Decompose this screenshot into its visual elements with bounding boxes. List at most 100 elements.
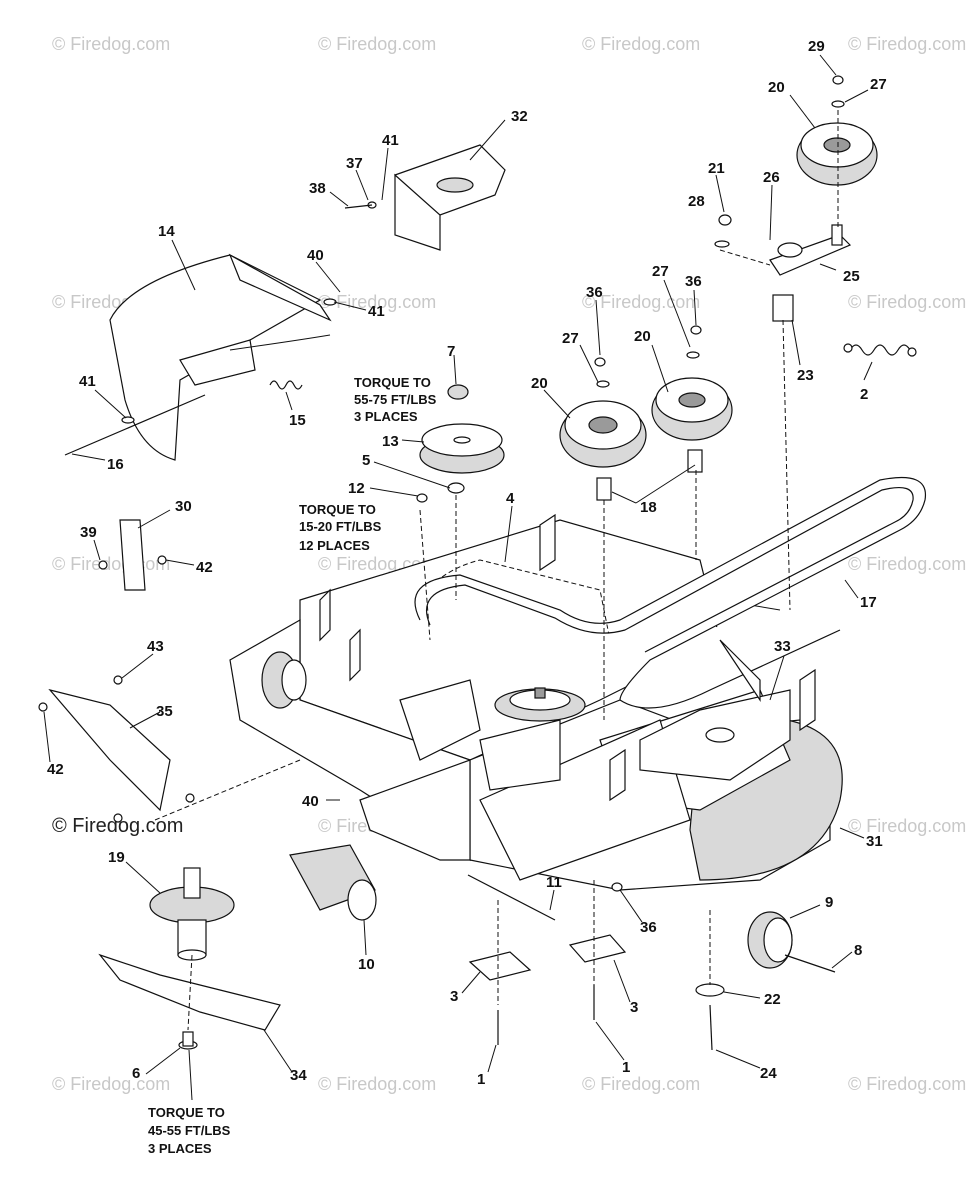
blade-bolt-6 — [178, 1031, 198, 1050]
callout-label: 21 — [708, 160, 725, 177]
watermark: © Firedog.com — [848, 292, 966, 312]
deck-wheel-9 — [747, 911, 836, 973]
callout-label: 16 — [107, 456, 124, 473]
watermark: © Firedog.com — [52, 554, 170, 574]
callout-label: 26 — [763, 169, 780, 186]
mower-blade-34 — [98, 953, 281, 1031]
spindle-assembly-19 — [149, 867, 235, 961]
belt-guard-33 — [639, 639, 791, 781]
callout-label: 36 — [685, 273, 702, 290]
torque-note-line: 15-20 FT/LBS — [299, 519, 382, 534]
callout-label: 31 — [866, 833, 883, 850]
callout-label: 33 — [774, 638, 791, 655]
idler-bracket-cover-32 — [394, 144, 506, 251]
callout-label: 22 — [764, 991, 781, 1008]
torque-note-line: TORQUE TO — [354, 375, 431, 390]
callout-label: 42 — [47, 761, 64, 778]
callout-label: 38 — [309, 180, 326, 197]
watermark: © Firedog.com — [848, 816, 966, 836]
callout-label: 2 — [860, 386, 868, 403]
callout-label: 15 — [289, 412, 306, 429]
idler-arm-25 — [769, 224, 852, 276]
drive-belt-17 — [414, 476, 927, 709]
deck-pulley-13 — [419, 384, 505, 494]
deck-wheel-left — [261, 651, 307, 709]
callout-label: 27 — [870, 76, 887, 93]
callout-label: 40 — [307, 247, 324, 264]
callout-label: 30 — [175, 498, 192, 515]
callout-label: 14 — [158, 223, 175, 240]
torsion-spring-15 — [269, 380, 303, 390]
watermark: © Firedog.com — [52, 1074, 170, 1094]
parts-layer — [38, 75, 927, 1051]
torque-note-line: 3 PLACES — [354, 409, 418, 424]
callout-label: 41 — [382, 132, 399, 149]
callout-label: 17 — [860, 594, 877, 611]
callout-label: 34 — [290, 1067, 307, 1084]
torque-note-line: 12 PLACES — [299, 538, 370, 553]
callout-label: 35 — [156, 703, 173, 720]
callout-label: 28 — [688, 193, 705, 210]
callout-label: 32 — [511, 108, 528, 125]
callout-label: 23 — [797, 367, 814, 384]
deck-brackets — [319, 513, 816, 802]
watermark: © Firedog.com — [582, 34, 700, 54]
baffle-35 — [38, 675, 195, 823]
mounting-plate-3 — [568, 934, 627, 963]
callout-label: 20 — [531, 375, 548, 392]
watermark: © Firedog.com — [582, 1074, 700, 1094]
idler-pulley-20-top — [796, 122, 878, 186]
torque-note-line: TORQUE TO — [299, 502, 376, 517]
callout-label: 3 — [450, 988, 458, 1005]
fasteners — [121, 75, 845, 892]
watermark: © Firedog.com — [318, 34, 436, 54]
callout-label: 1 — [477, 1071, 485, 1088]
callout-label: 19 — [108, 849, 125, 866]
leader-lines — [43, 54, 873, 1101]
pivot-rod-16 — [64, 394, 206, 456]
anti-scalp-roller-10 — [289, 844, 377, 921]
watermark: © Firedog.com — [318, 292, 436, 312]
callout-label: 39 — [80, 524, 97, 541]
callout-label: 9 — [825, 894, 833, 911]
rod-11 — [467, 874, 556, 921]
callout-label: 36 — [586, 284, 603, 301]
callout-label: 27 — [562, 330, 579, 347]
callout-label: 20 — [634, 328, 651, 345]
watermark: © Firedog.com — [52, 34, 170, 54]
washer-22 — [695, 983, 725, 997]
callout-label: 20 — [768, 79, 785, 96]
callout-label: 13 — [382, 433, 399, 450]
spacer-18 — [687, 449, 703, 473]
callout-label: 7 — [447, 343, 455, 360]
callout-label: 41 — [79, 373, 96, 390]
callout-label: 11 — [546, 874, 562, 891]
torque-note-line: 3 PLACES — [148, 1141, 212, 1156]
callout-label: 4 — [506, 490, 515, 507]
callout-label: 24 — [760, 1065, 777, 1082]
torque-note-pulley: TORQUE TO 55-75 FT/LBS 3 PLACES — [354, 375, 437, 424]
bracket-30 — [98, 519, 167, 591]
torque-note-bolts: TORQUE TO 15-20 FT/LBS 12 PLACES — [299, 502, 382, 553]
spacer-18 — [596, 477, 612, 501]
callout-label: 27 — [652, 263, 669, 280]
callout-label: 42 — [196, 559, 213, 576]
torque-note-line: 55-75 FT/LBS — [354, 392, 437, 407]
alignment-lines — [154, 110, 839, 1031]
callout-numbers: 29 27 20 32 41 37 38 21 26 28 14 40 41 2… — [47, 38, 887, 1088]
watermark: © Firedog.com — [848, 554, 966, 574]
watermark: © Firedog.com — [848, 1074, 966, 1094]
callout-label: 8 — [854, 942, 862, 959]
watermark: © Firedog.com — [848, 34, 966, 54]
idler-pulley-20-right — [651, 377, 733, 441]
mounting-plate-3 — [468, 951, 532, 981]
bushing-23 — [772, 294, 794, 322]
extension-spring-2 — [843, 343, 917, 357]
callout-label: 3 — [630, 999, 638, 1016]
callout-label: 1 — [622, 1059, 630, 1076]
callout-label: 29 — [808, 38, 825, 55]
callout-label: 18 — [640, 499, 657, 516]
callout-label: 5 — [362, 452, 370, 469]
